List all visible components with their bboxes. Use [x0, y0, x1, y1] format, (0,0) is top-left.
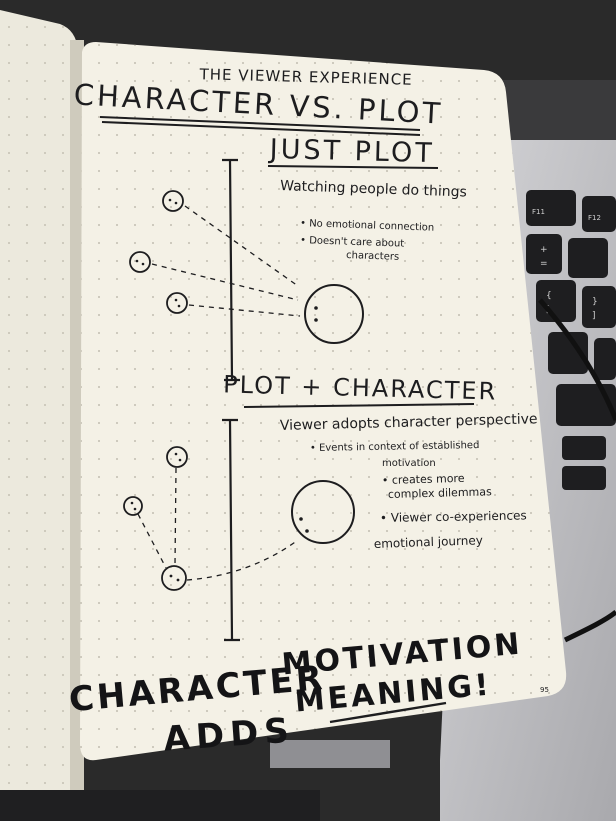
key-label: }: [592, 297, 598, 307]
section-2-bullet: • Events in context of established: [310, 440, 480, 454]
section-2-caption: Viewer adopts character perspective: [280, 411, 538, 434]
title-underline: [101, 121, 421, 136]
character-circle: [161, 565, 187, 591]
character-circle: [166, 292, 188, 314]
section-1-bullet: characters: [346, 250, 399, 263]
eye-dot: [174, 201, 178, 205]
page-header: THE VIEWER EXPERIENCE: [198, 65, 413, 89]
cable: [563, 610, 616, 643]
eye-dot: [133, 507, 137, 511]
sight-line: [188, 304, 301, 317]
section-2-bullet: emotional journey: [374, 533, 483, 551]
key: [594, 338, 616, 380]
eye-dot: [176, 578, 180, 582]
meaning-underline: [329, 701, 447, 724]
section-1-bullet: • No emotional connection: [300, 218, 435, 234]
character-circle: [162, 190, 184, 212]
key: [526, 190, 576, 226]
character-circle: [166, 446, 188, 468]
section-1-heading: JUST PLOT: [267, 134, 435, 169]
key: [582, 196, 616, 232]
key: [536, 280, 576, 322]
key-label: =: [540, 259, 548, 269]
heading-underline: [267, 165, 439, 169]
key: [526, 234, 562, 274]
key-label: F12: [588, 214, 601, 222]
laptop-keyboard: F11 F12 + = { [ } ]: [526, 190, 616, 490]
section-2-bullet: complex dilemmas: [388, 485, 492, 501]
section-2-bullet: • Viewer co-experiences: [380, 508, 527, 525]
bracket: [222, 158, 240, 382]
eye-dot: [174, 452, 178, 456]
key: [582, 286, 616, 328]
sight-line: [137, 513, 167, 569]
viewer-circle: [304, 284, 364, 344]
right-page-dots: [80, 42, 567, 761]
notebook-cover-edge: [0, 790, 320, 821]
heading-underline: [243, 403, 475, 408]
eye-dot: [314, 306, 318, 310]
sight-line: [186, 539, 299, 581]
key: [556, 384, 616, 426]
key: [548, 332, 588, 374]
section-1-bullet: • Doesn't care about: [300, 235, 405, 250]
section-2-bullet: • creates more: [382, 472, 465, 487]
handwritten-notes: THE VIEWER EXPERIENCE CHARACTER VS. PLOT…: [67, 65, 549, 759]
section-1-caption: Watching people do things: [280, 178, 467, 201]
eye-dot: [169, 574, 173, 578]
key-label: ]: [592, 311, 596, 321]
eye-dot: [174, 298, 178, 302]
eye-dot: [178, 458, 182, 462]
character-circle: [129, 251, 151, 273]
eye-dot: [168, 198, 172, 202]
eye-dot: [305, 529, 309, 533]
sight-line: [174, 467, 177, 566]
key-label: F11: [532, 208, 545, 216]
character-circle: [123, 496, 143, 516]
diagram-just-plot: [129, 158, 364, 382]
left-page-dots: [0, 10, 78, 800]
eye-dot: [299, 517, 303, 521]
eye-dot: [135, 259, 139, 263]
key: [568, 238, 608, 278]
laptop-trackpad-edge: [270, 740, 390, 768]
key-label: {: [546, 291, 552, 301]
key: [562, 436, 606, 460]
bracket: [222, 418, 240, 642]
diagram-plot-character: [123, 418, 355, 642]
viewer-circle: [291, 480, 355, 544]
key-label: +: [540, 245, 548, 255]
eye-dot: [314, 318, 318, 322]
section-2-bullet: motivation: [382, 458, 436, 469]
eye-dot: [130, 501, 134, 505]
eye-dot: [177, 304, 181, 308]
key: [562, 466, 606, 490]
sight-line: [184, 205, 299, 287]
conclusion-adds: ADDS: [162, 710, 296, 759]
title-underline: [99, 116, 421, 131]
cable: [538, 298, 616, 421]
page-number: 95: [540, 686, 549, 694]
eye-dot: [141, 262, 145, 266]
